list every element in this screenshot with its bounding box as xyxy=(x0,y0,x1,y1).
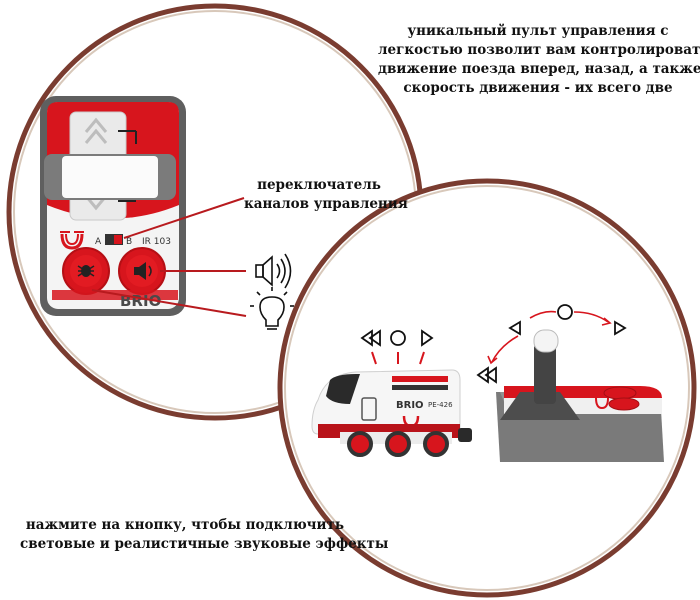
switch-label-line: переключатель xyxy=(257,177,381,193)
sound-icon xyxy=(255,253,292,289)
description-line: уникальный пульт управления с xyxy=(407,23,669,39)
effects-line: световые и реалистичные звуковые эффекты xyxy=(20,536,389,552)
train-model: PE-426 xyxy=(428,401,453,409)
switch-a-label: A xyxy=(95,237,102,247)
switch-b-label: B xyxy=(126,237,132,247)
speaker-icon xyxy=(134,262,152,280)
remote-model-label: IR 103 xyxy=(142,237,171,247)
switch-label-line: каналов управления xyxy=(244,196,408,212)
train-locomotive: BRIO PE-426 xyxy=(311,369,472,457)
callout-lines xyxy=(91,197,247,317)
train-direction-indicators xyxy=(360,329,434,365)
remote-description: уникальный пульт управления с легкостью … xyxy=(378,22,700,98)
light-bug-icon xyxy=(77,265,95,277)
train-magnet xyxy=(458,428,472,442)
description-line: легкостью позволит вам контролировать xyxy=(378,42,700,58)
play-icon xyxy=(421,329,434,347)
rewind-icon xyxy=(476,366,497,384)
effects-note: нажмите на кнопку, чтобы подключить свет… xyxy=(20,516,389,554)
light-bulb-icon xyxy=(250,287,294,330)
channel-switch-label: переключатель каналов управления xyxy=(244,176,408,214)
arrow-up-icon xyxy=(84,117,108,144)
train-wheel xyxy=(385,431,411,457)
lever-direction-indicators xyxy=(476,304,627,384)
description-line: скорость движения - их всего две xyxy=(403,80,673,96)
description-line: движение поезда вперед, назад, а также xyxy=(378,61,700,77)
rewind-icon xyxy=(360,329,381,347)
brio-logo-mark xyxy=(60,231,84,250)
play-icon xyxy=(508,320,521,336)
train-wheel xyxy=(347,431,373,457)
play-icon xyxy=(614,320,627,336)
train-brand: BRIO xyxy=(396,400,424,411)
stop-circle-icon xyxy=(557,304,573,320)
right-magnifier-circle xyxy=(277,178,697,598)
train-wheel xyxy=(423,431,449,457)
stop-circle-icon xyxy=(390,330,406,346)
remote-control-front: A B IR 103 BRIO xyxy=(40,96,186,316)
remote-control-side xyxy=(496,329,664,462)
effects-line: нажмите на кнопку, чтобы подключить xyxy=(25,517,345,533)
